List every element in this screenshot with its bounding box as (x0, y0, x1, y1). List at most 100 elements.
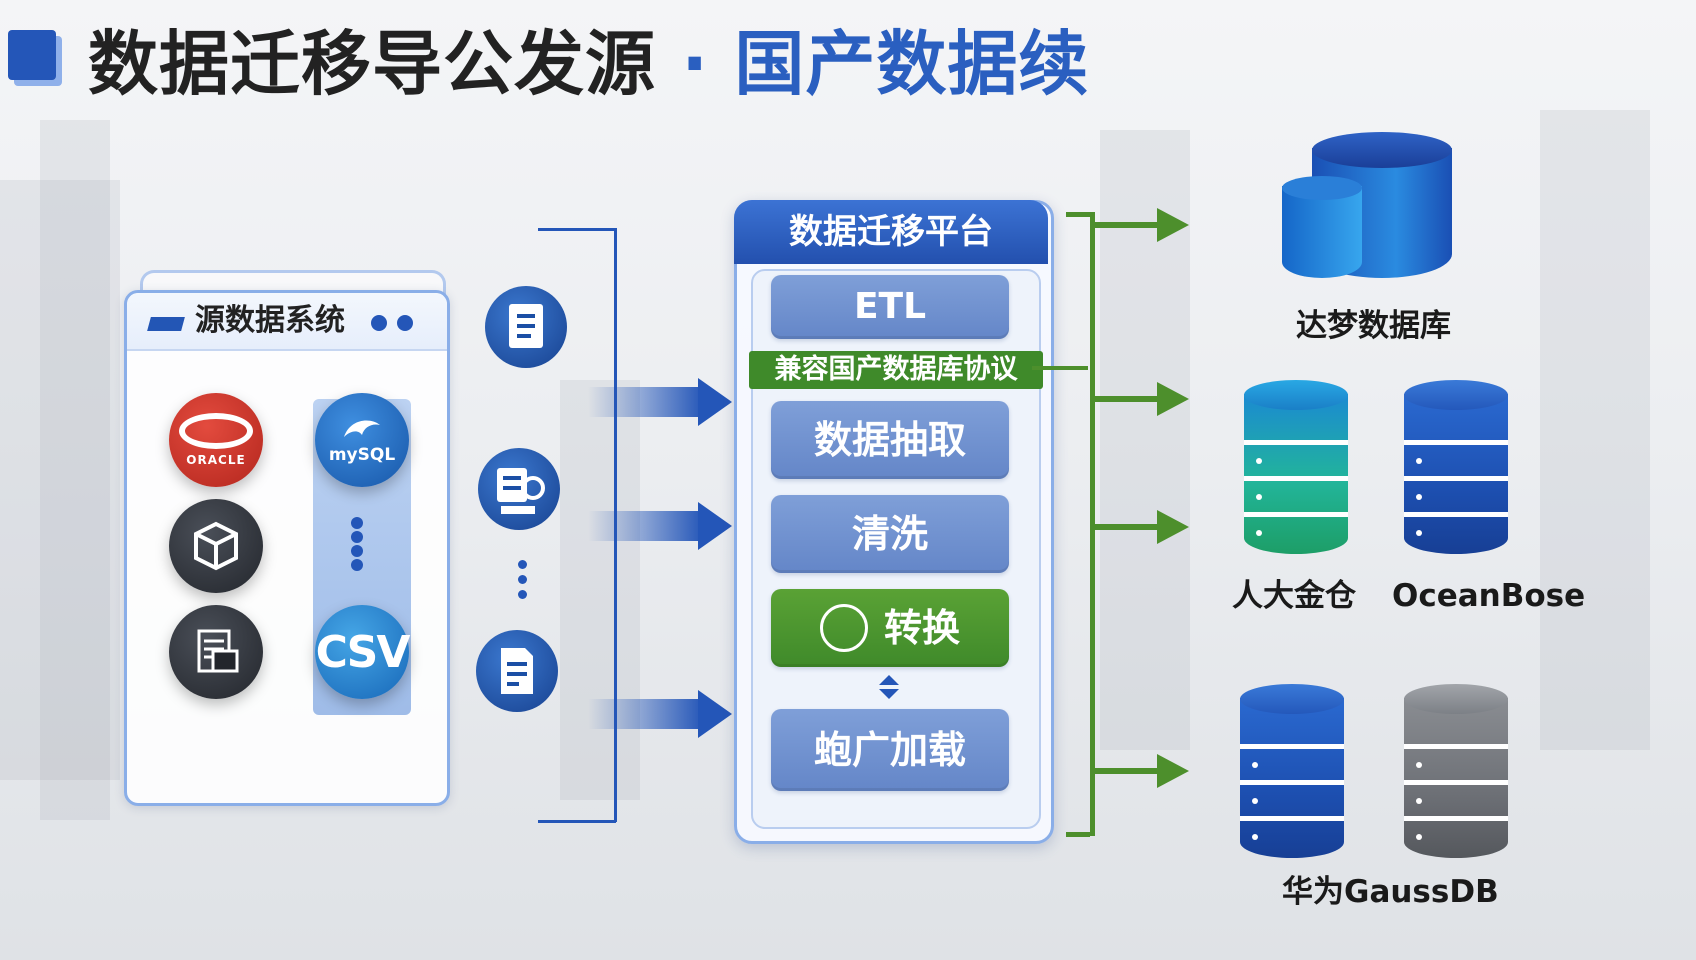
cylinder-ring (1404, 512, 1508, 517)
ellipsis-dot (351, 531, 363, 543)
cylinder-ring (1404, 440, 1508, 445)
bracket-bottom (538, 820, 616, 823)
oracle-logo-text: ORACLE (186, 453, 246, 467)
step-extract: 数据抽取 (771, 401, 1009, 479)
title-marker (8, 30, 56, 80)
oceanbase-database-icon (1404, 380, 1508, 564)
tree-bottom-stub (1066, 832, 1090, 837)
cylinder-top (1312, 132, 1452, 168)
document-logo (169, 605, 263, 699)
bg-building (1540, 110, 1650, 750)
cylinder-ring (1244, 440, 1348, 445)
cylinder-ring (1404, 744, 1508, 749)
status-dot (1252, 834, 1258, 840)
ellipsis-connector (350, 515, 364, 577)
tree-trunk (1090, 212, 1095, 836)
platform-header: 数据迁移平台 (734, 200, 1048, 264)
cylinder-body (1240, 698, 1344, 858)
gaussdb-database-icon (1240, 684, 1344, 868)
cube-icon (194, 521, 238, 571)
down-arrow-icon (879, 689, 899, 699)
step-transform-label: 转换 (883, 606, 960, 650)
csv-logo-text: CSV (315, 626, 411, 678)
status-dot (1252, 798, 1258, 804)
arrow-body (588, 699, 698, 729)
cylinder-ring (1240, 780, 1344, 785)
cylinder-ring (1404, 476, 1508, 481)
arrow-body (588, 511, 698, 541)
gray-database-icon (1404, 684, 1508, 868)
tree-top-stub (1066, 212, 1090, 217)
arrow-head-icon (698, 690, 732, 738)
platform-title: 数据迁移平台 (789, 212, 993, 252)
cylinder-body (1244, 394, 1348, 554)
oracle-logo-mark: ORACLE (179, 413, 253, 467)
status-dot (1252, 762, 1258, 768)
status-dot (1416, 458, 1422, 464)
compat-connector (1032, 366, 1088, 370)
branch-line (1095, 396, 1157, 402)
cylinder-small-body (1282, 186, 1362, 278)
status-dot (1416, 834, 1422, 840)
branch-arrow (1095, 382, 1189, 416)
status-dot (1256, 494, 1262, 500)
target-label-dameng: 达梦数据库 (1296, 308, 1451, 344)
ellipsis-dot (351, 517, 363, 529)
cylinder-top (1404, 684, 1508, 714)
cylinder-body (1404, 698, 1508, 858)
step-clean: 清洗 (771, 495, 1009, 573)
branch-arrow (1095, 208, 1189, 242)
compat-protocol-banner: 兼容国产数据库协议 (749, 351, 1043, 389)
status-dot (1416, 762, 1422, 768)
dameng-database-icon (1282, 132, 1456, 298)
branch-line (1095, 524, 1157, 530)
cylinder-top (1404, 380, 1508, 410)
arrow-head-icon (1157, 208, 1189, 242)
dolphin-icon (343, 420, 380, 437)
flow-arrow (588, 690, 732, 738)
document-stack-icon (485, 286, 567, 368)
cylinder-top (1244, 380, 1348, 410)
cylinder-body (1404, 394, 1508, 554)
mysql-logo-text: mySQL (328, 445, 396, 465)
cylinder-ring (1240, 744, 1344, 749)
status-dot (1256, 530, 1262, 536)
branch-arrow (1095, 754, 1189, 788)
flow-arrow (588, 378, 732, 426)
target-label-kingbase: 人大金仓 (1232, 578, 1356, 614)
target-label-oceanbase: OceanBose (1392, 578, 1586, 614)
cylinder-top (1240, 684, 1344, 714)
page-title: 数据迁移导公发源 · 国产数据续 (88, 22, 1089, 106)
migration-platform: 数据迁移平台 ETL 兼容国产数据库协议 数据抽取 清洗 转换 蚫广加载 (734, 200, 1054, 844)
dot-icon (397, 315, 413, 331)
status-dot (1256, 458, 1262, 464)
ellipsis-dot (351, 545, 363, 557)
target-label-gaussdb: 华为GaussDB (1282, 874, 1499, 910)
oracle-ring-icon (179, 413, 253, 449)
branch-line (1095, 222, 1157, 228)
file-document-icon (476, 630, 558, 712)
arrow-head-icon (1157, 382, 1189, 416)
cylinder-ring (1244, 512, 1348, 517)
bg-building (40, 120, 110, 820)
platform-body: ETL 兼容国产数据库协议 数据抽取 清洗 转换 蚫广加载 (749, 269, 1043, 829)
source-panel-header: 源数据系统 (127, 293, 447, 351)
oracle-logo: ORACLE (169, 393, 263, 487)
cylinder-ring (1404, 816, 1508, 821)
bracket-top (538, 228, 616, 231)
mysql-logo-mark: mySQL (329, 415, 395, 465)
transform-leaf-icon (819, 603, 868, 652)
cylinder-ring (1404, 780, 1508, 785)
ellipsis-dot (518, 590, 527, 599)
csv-logo: CSV (315, 605, 411, 699)
database-box-logo (169, 499, 263, 593)
arrow-head-icon (698, 378, 732, 426)
status-dot (1416, 530, 1422, 536)
ellipsis-dot (351, 559, 363, 571)
step-transform: 转换 (771, 589, 1009, 667)
status-dot (1416, 494, 1422, 500)
arrow-head-icon (1157, 754, 1189, 788)
dot-icon (371, 315, 387, 331)
arrow-body (588, 387, 698, 417)
source-panel-title: 源数据系统 (195, 303, 345, 338)
